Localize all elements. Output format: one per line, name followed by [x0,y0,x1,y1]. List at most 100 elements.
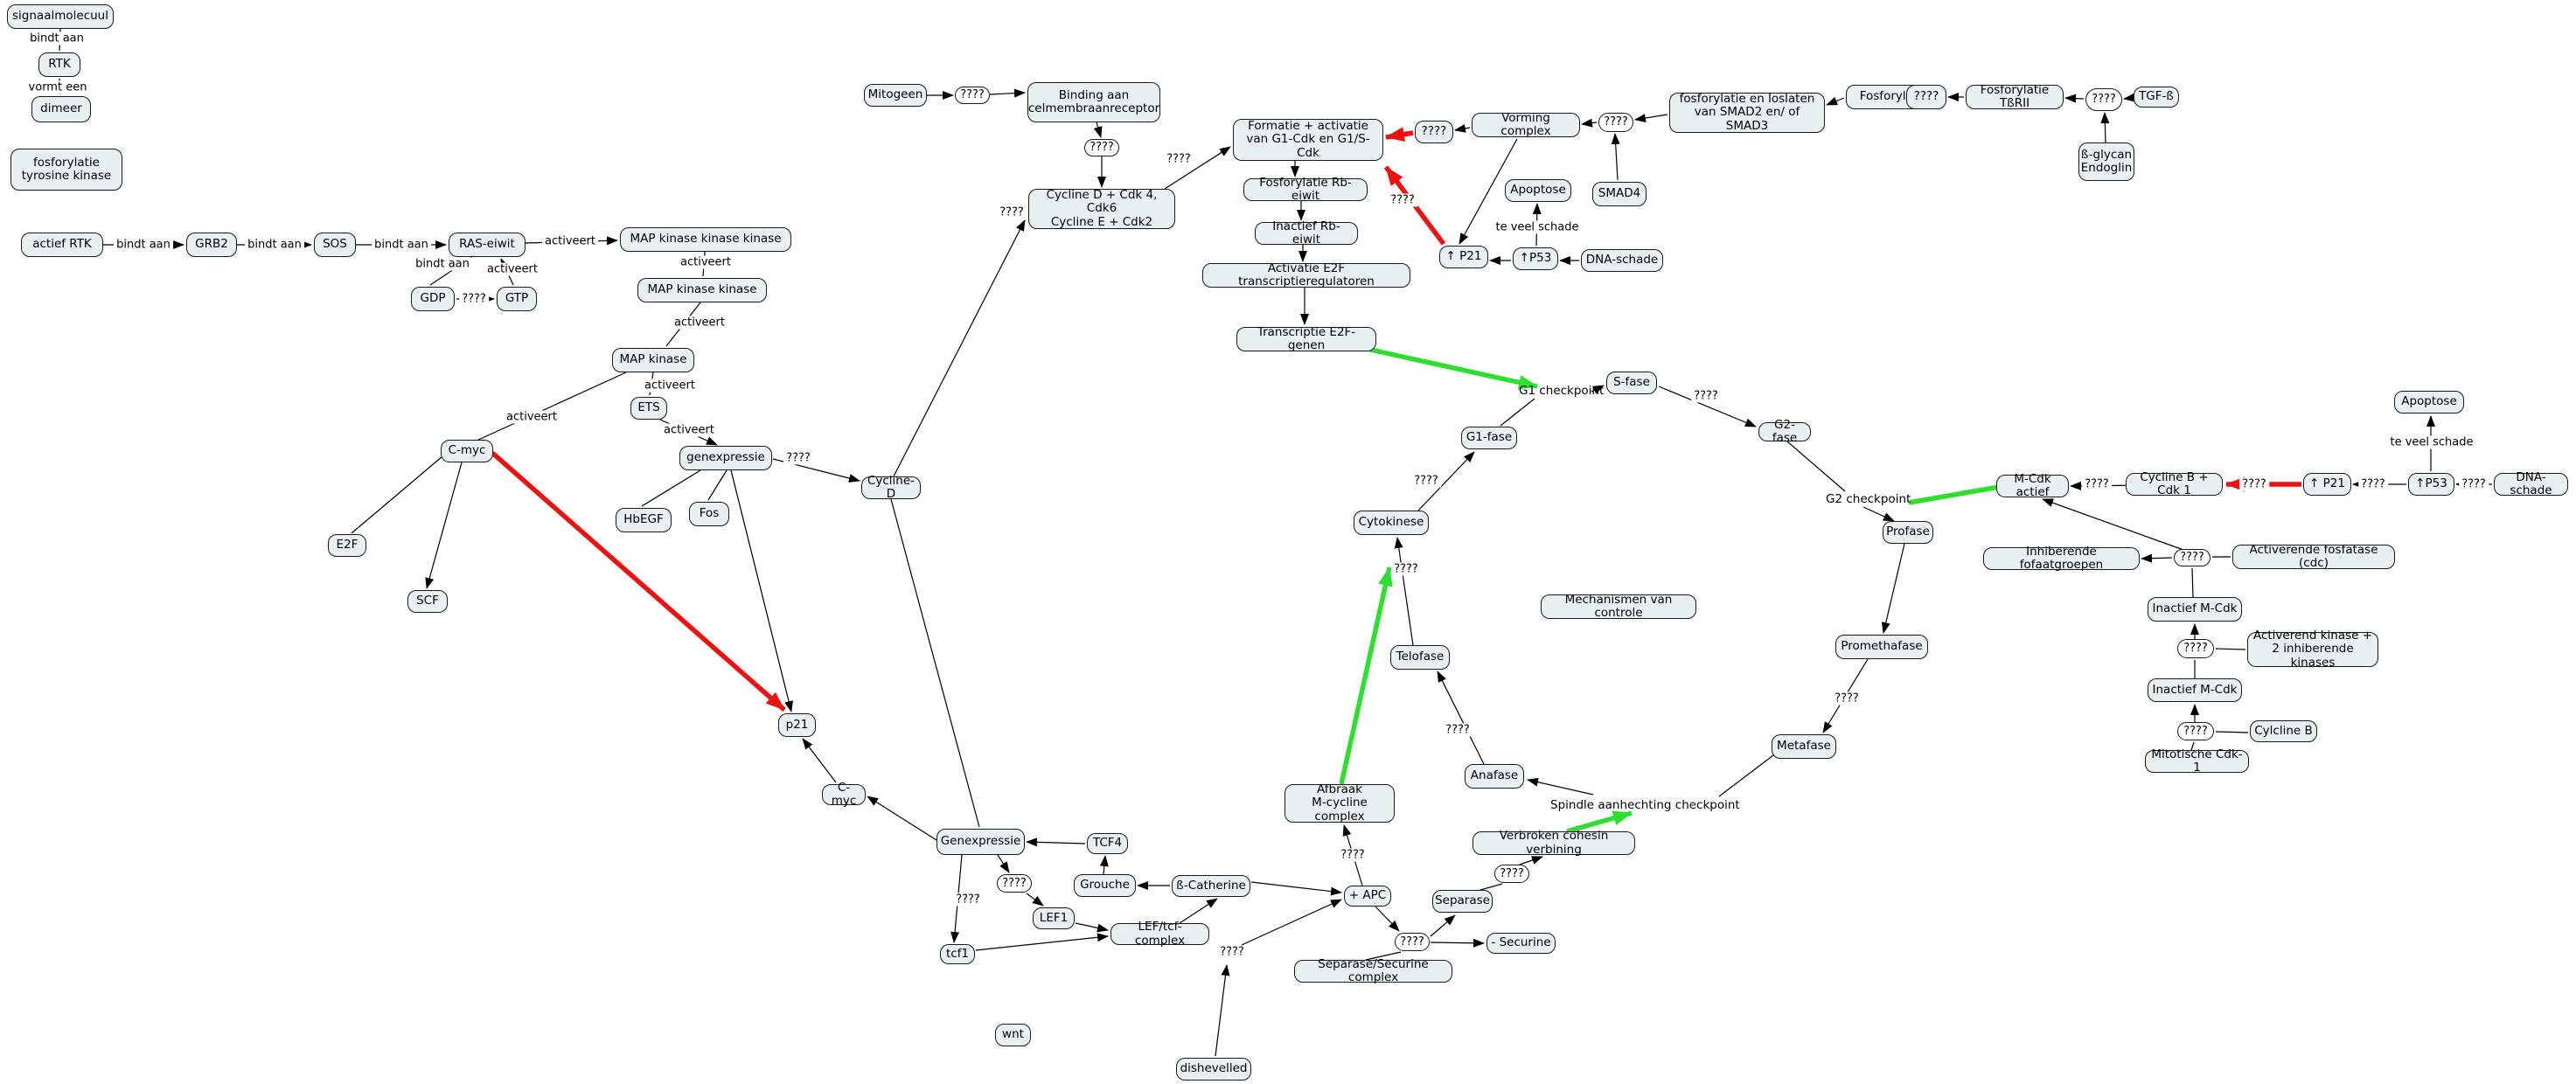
node-q-separase[interactable]: ???? [1494,865,1529,883]
edge-label: ???? [2082,477,2112,491]
node-map-kinase-kinase[interactable]: MAP kinase kinase [637,278,767,302]
node-inactief-m-cdk-1[interactable]: Inactief M-Cdk [2148,597,2242,622]
node-formatie-activatie[interactable]: Formatie + activatie van G1-Cdk en G1/S-… [1233,119,1383,161]
node-lef-tcf-complex[interactable]: LEF/tcf-complex [1110,920,1209,947]
node-smad4[interactable]: SMAD4 [1592,182,1647,206]
node-afbraak-m-cycline[interactable]: Afbraak M-cycline complex [1285,782,1395,823]
node-cytokinese[interactable]: Cytokinese [1354,511,1429,535]
node-binding-celmembraan[interactable]: Binding aan celmembraanreceptor [1027,82,1160,122]
node-e2f[interactable]: E2F [328,534,366,557]
node-inactief-rb[interactable]: Inactief Rb-eiwit [1255,219,1358,247]
node-genexpressie-upper[interactable]: genexpressie [679,446,772,470]
node-tcf4[interactable]: TCF4 [1087,833,1128,854]
node-verbroken-cohesin[interactable]: Verbroken cohesin verbining [1472,829,1635,856]
node-q-red[interactable]: ???? [1415,121,1453,143]
edge-label: bindt aan [114,238,173,252]
node-map-kinase[interactable]: MAP kinase [612,348,694,372]
node-signaalmolecuul[interactable]: signaalmolecuul [7,4,114,29]
node-tcf1[interactable]: tcf1 [940,944,975,964]
node-q-lef[interactable]: ???? [997,874,1032,893]
edge [1375,906,1400,932]
node-fosforylatie-rb[interactable]: Fosforylatie Rb-eiwit [1243,176,1368,203]
node-cycline-d[interactable]: Cycline-D [861,474,921,501]
node-mechanismen-controle[interactable]: Mechanismen van controle [1541,593,1696,620]
node-dna-schade-right[interactable]: DNA-schade [2494,470,2568,497]
node-q-vorming[interactable]: ???? [1598,113,1633,132]
node-g2-fase[interactable]: G2-fase [1758,418,1811,445]
node-p53-right[interactable]: ↑P53 [2408,473,2454,496]
node-transcriptie-e2f[interactable]: Transcriptie E2F- genen [1236,325,1376,352]
node-q-kinase[interactable]: ???? [2177,639,2214,658]
node-separase[interactable]: Separase [1432,890,1493,913]
node-g2-checkpoint[interactable]: G2 checkpoint [1826,492,1911,507]
node-p21-right[interactable]: ↑ P21 [2303,473,2351,496]
node-c-myc-lower[interactable]: C-myc [822,781,866,808]
node-ras-eiwit[interactable]: RAS-eiwit [449,233,526,257]
node-activatie-e2f[interactable]: Activatie E2F transcriptieregulatoren [1202,261,1410,288]
node-fosforylatie-loslaten-smad[interactable]: fosforylatie en loslaten van SMAD2 en/ o… [1669,92,1825,133]
node-separase-securine[interactable]: Separase/Securine complex [1294,957,1452,984]
node-vorming-complex[interactable]: Vorming complex [1472,111,1580,138]
node-sos[interactable]: SOS [314,233,356,257]
node-cycline-d-cdk[interactable]: Cycline D + Cdk 4, Cdk6 Cycline E + Cdk2 [1028,188,1175,229]
node-p21-top[interactable]: ↑ P21 [1439,246,1488,268]
node-apoptose-right[interactable]: Apoptose [2394,391,2464,413]
node-p53-top[interactable]: ↑P53 [1513,247,1558,270]
node-p21-lower[interactable]: p21 [778,713,816,737]
node-q-mitogeen[interactable]: ???? [955,87,990,104]
node-rtk[interactable]: RTK [38,52,80,77]
node-b-glycan-endoglin[interactable]: ß-glycan Endoglin [2078,142,2134,181]
node-profase[interactable]: Profase [1883,521,1933,544]
node-fos[interactable]: Fos [689,502,729,526]
node-q-tgf[interactable]: ???? [2085,88,2122,111]
node-b-catherine[interactable]: ß-Catherine [1172,875,1250,897]
node-dishevelled[interactable]: dishevelled [1176,1058,1251,1081]
node-mitotische-cdk1[interactable]: Mitotische Cdk-1 [2145,747,2249,775]
node-dna-schade-top[interactable]: DNA-schade [1581,249,1663,272]
node-cylcline-b[interactable]: Cylcline B [2250,720,2317,742]
node-g1-checkpoint[interactable]: G1 checkpoint [1519,384,1605,399]
node-fosforylatie-tbrii[interactable]: Fosforylatie TßRII [1966,83,2064,110]
node-map-kinase-kinase-kinase[interactable]: MAP kinase kinase kinase [620,227,791,252]
node-scf[interactable]: SCF [407,590,448,613]
node-grb2[interactable]: GRB2 [186,233,237,257]
node-mitogeen[interactable]: Mitogeen [864,84,927,107]
node-metafase[interactable]: Metafase [1772,734,1836,759]
node-q-binding[interactable]: ???? [1084,139,1119,156]
node-gtp[interactable]: GTP [497,287,537,311]
node-telofase[interactable]: Telofase [1390,645,1450,670]
node-inhiberende-fofaatgroepen[interactable]: Inhiberende fofaatgroepen [1983,545,2140,572]
edge-label: ???? [2358,477,2388,491]
node-q-fosfatase[interactable]: ???? [2174,549,2210,566]
node-genexpressie-lower[interactable]: Genexpressie [936,829,1025,855]
node-securine[interactable]: - Securine [1486,933,1556,954]
node-activerend-kinase[interactable]: Activerend kinase + 2 inhiberende kinase… [2247,629,2378,670]
node-lef1[interactable]: LEF1 [1033,907,1075,929]
node-c-myc-upper[interactable]: C-myc [441,440,493,462]
node-g1-fase[interactable]: G1-fase [1461,427,1517,449]
node-tgf-b[interactable]: TGF-ß [2134,87,2179,108]
node-activerende-fosfatase[interactable]: Activerende fosfatase (cdc) [2232,543,2395,570]
node-gdp[interactable]: GDP [411,287,455,311]
node-q-apc[interactable]: ???? [1395,933,1430,951]
edge [1430,938,1485,948]
node-anafase[interactable]: Anafase [1465,764,1524,789]
node-s-fase[interactable]: S-fase [1606,372,1657,394]
node-ets[interactable]: ETS [630,397,667,420]
node-q-mitotisch[interactable]: ???? [2177,722,2214,740]
node-wnt[interactable]: wnt [995,1024,1031,1046]
node-apc[interactable]: + APC [1344,886,1391,907]
node-actief-rtk[interactable]: actief RTK [21,233,103,257]
node-m-cdk-actief[interactable]: M-Cdk actief [1996,472,2069,499]
node-apoptose-top[interactable]: Apoptose [1505,179,1571,202]
node-q-fosforylatie[interactable]: ???? [1906,85,1946,109]
node-inactief-m-cdk-2[interactable]: Inactief M-Cdk [2148,678,2242,702]
node-cycline-b-cdk1[interactable]: Cycline B + Cdk 1 [2126,470,2223,497]
node-dimeer[interactable]: dimeer [31,96,91,122]
node-grouche[interactable]: Grouche [1074,874,1136,897]
node-hbegf[interactable]: HbEGF [616,508,672,532]
edge [641,469,701,507]
node-fosforylatie-tyrosine-kinase[interactable]: fosforylatie tyrosine kinase [10,149,122,191]
node-spindle-checkpoint[interactable]: Spindle aanhechting checkpoint [1550,798,1740,813]
node-promethafase[interactable]: Promethafase [1835,635,1928,659]
